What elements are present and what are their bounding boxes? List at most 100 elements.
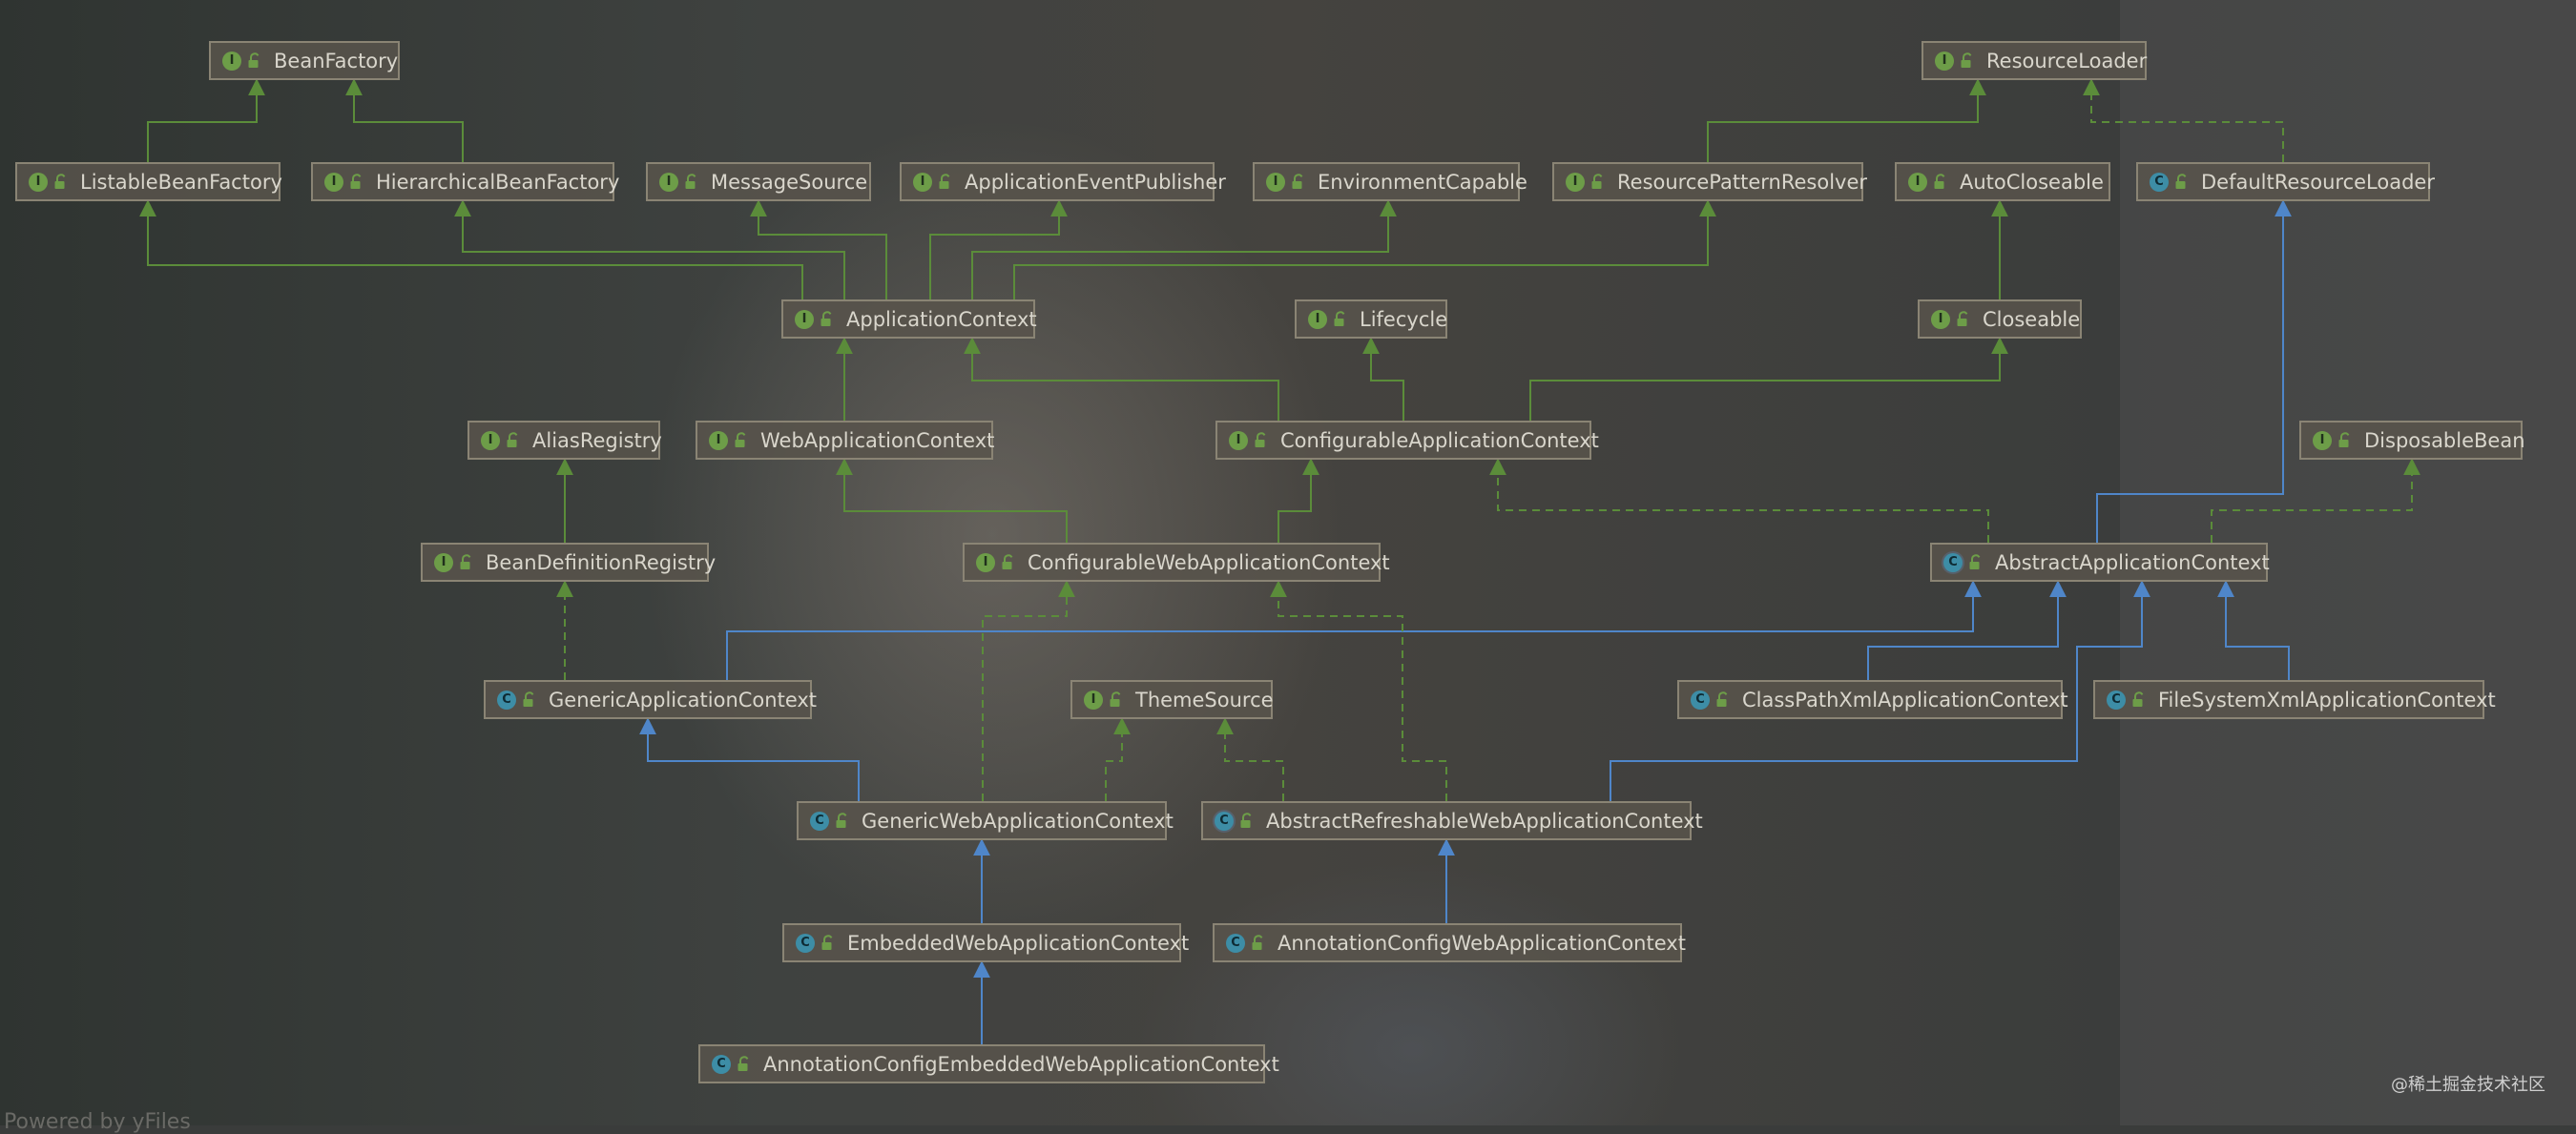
node-label: FileSystemXmlApplicationContext <box>2158 688 2496 711</box>
unlocked-icon <box>821 934 833 950</box>
node-label: ResourcePatternResolver <box>1617 170 1868 194</box>
unlocked-icon <box>2175 173 2187 189</box>
node-Closeable[interactable]: I Closeable <box>1918 299 2082 339</box>
interface-icon: I <box>1935 51 1954 71</box>
edge-ApplicationContext-to-ListableBeanFactory <box>139 199 803 299</box>
node-label: ApplicationContext <box>846 307 1037 331</box>
class-icon: C <box>712 1054 731 1074</box>
node-MessageSource[interactable]: I MessageSource <box>646 162 871 201</box>
interface-icon: I <box>324 172 343 192</box>
interface-icon: I <box>976 552 995 572</box>
node-BeanFactory[interactable]: I BeanFactory <box>209 41 400 80</box>
unlocked-icon <box>1334 310 1345 326</box>
node-FileSystemXmlApplicationContext[interactable]: C FileSystemXmlApplicationContext <box>2093 680 2496 719</box>
node-label: HierarchicalBeanFactory <box>376 170 620 194</box>
edge-GenericWebApplicationContext-to-GenericApplicationContext <box>639 717 860 801</box>
node-label: EnvironmentCapable <box>1318 170 1527 194</box>
node-label: AliasRegistry <box>532 428 662 452</box>
edge-ApplicationContext-to-MessageSource <box>750 199 887 299</box>
edge-ApplicationContext-to-ApplicationEventPublisher <box>929 199 1068 299</box>
node-DisposableBean[interactable]: I DisposableBean <box>2299 421 2525 460</box>
unlocked-icon <box>2132 691 2144 707</box>
edge-ClassPathXmlApplicationContext-to-AbstractApplicationContext <box>1867 580 2067 680</box>
interface-icon: I <box>434 552 453 572</box>
interface-icon: I <box>1908 172 1927 192</box>
unlocked-icon <box>1957 310 1968 326</box>
edge-GenericWebApplicationContext-to-ThemeSource <box>1105 717 1131 801</box>
unlocked-icon <box>1961 52 1972 68</box>
edge-ConfigurableApplicationContext-to-Closeable <box>1529 337 2008 421</box>
edge-AbstractApplicationContext-to-DefaultResourceLoader <box>2096 199 2292 543</box>
node-label: ResourceLoader <box>1986 49 2148 72</box>
edge-AbstractApplicationContext-to-ConfigurableApplicationContext <box>1489 458 1989 543</box>
interface-icon: I <box>795 309 814 329</box>
interface-icon: I <box>1931 309 1950 329</box>
node-ResourceLoader[interactable]: I ResourceLoader <box>1922 41 2147 80</box>
node-WebApplicationContext[interactable]: I WebApplicationContext <box>696 421 995 460</box>
edge-FileSystemXmlApplicationContext-to-AbstractApplicationContext <box>2217 580 2290 680</box>
edge-ApplicationContext-to-ResourcePatternResolver <box>1013 199 1716 299</box>
node-GenericWebApplicationContext[interactable]: C GenericWebApplicationContext <box>797 801 1174 840</box>
edge-DefaultResourceLoader-to-ResourceLoader <box>2083 78 2284 162</box>
node-label: WebApplicationContext <box>760 428 995 452</box>
edge-ConfigurableApplicationContext-to-ApplicationContext <box>964 337 1279 421</box>
edge-HierarchicalBeanFactory-to-BeanFactory <box>345 78 464 162</box>
unlocked-icon <box>350 173 362 189</box>
node-EnvironmentCapable[interactable]: I EnvironmentCapable <box>1253 162 1527 201</box>
interface-icon: I <box>659 172 678 192</box>
unlocked-icon <box>1110 691 1121 707</box>
unlocked-icon <box>939 173 950 189</box>
node-ApplicationContext[interactable]: I ApplicationContext <box>781 299 1037 339</box>
node-label: ListableBeanFactory <box>80 170 282 194</box>
unlocked-icon <box>1292 173 1303 189</box>
unlocked-icon <box>1252 934 1263 950</box>
node-label: DisposableBean <box>2364 428 2525 452</box>
interface-icon: I <box>1266 172 1285 192</box>
class-icon: C <box>2107 690 2126 710</box>
class-icon: C <box>1226 933 1245 953</box>
node-HierarchicalBeanFactory[interactable]: I HierarchicalBeanFactory <box>311 162 619 201</box>
node-label: GenericWebApplicationContext <box>862 809 1174 833</box>
node-label: AbstractApplicationContext <box>1995 550 2270 574</box>
node-label: BeanFactory <box>274 49 399 72</box>
unlocked-icon <box>460 553 471 569</box>
interface-icon: I <box>222 51 241 71</box>
interface-icon: I <box>2313 430 2332 450</box>
unlocked-icon <box>836 812 847 828</box>
unlocked-icon <box>54 173 66 189</box>
class-icon: C <box>2150 172 2169 192</box>
node-label: Lifecycle <box>1360 307 1448 331</box>
edge-ListableBeanFactory-to-BeanFactory <box>147 78 265 162</box>
interface-icon: I <box>709 430 728 450</box>
edge-AbstractRefreshableWebApplicationContext-to-ThemeSource <box>1216 717 1284 801</box>
edge-GenericWebApplicationContext-to-ConfigurableWebApplicationContext <box>982 580 1075 801</box>
node-label: MessageSource <box>711 170 868 194</box>
class-icon: C <box>810 811 829 831</box>
edge-ApplicationContext-to-EnvironmentCapable <box>971 199 1397 299</box>
node-label: Closeable <box>1983 307 2081 331</box>
powered-by-watermark: Powered by yFiles <box>4 1110 191 1134</box>
class-icon: C <box>796 933 815 953</box>
unlocked-icon <box>523 691 534 707</box>
node-label: ClassPathXmlApplicationContext <box>1742 688 2068 711</box>
unlocked-icon <box>248 52 260 68</box>
